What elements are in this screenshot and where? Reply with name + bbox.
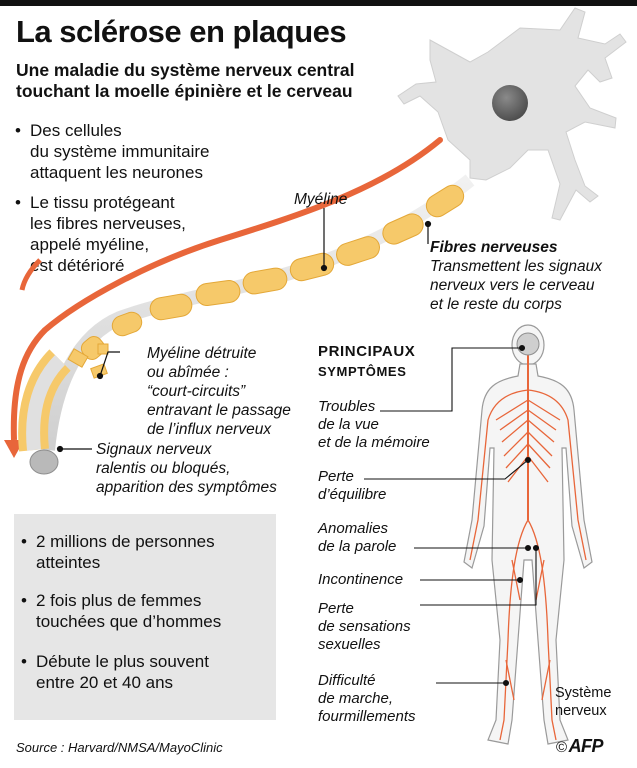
signal-arrow-fragment [19,258,42,291]
page-subtitle: Une maladie du système nerveux central t… [16,60,355,101]
symptom-leaders [364,344,540,687]
leader-lines [56,208,432,453]
top-rule [0,0,637,6]
fibres-block: Fibres nerveuses Transmettent les signau… [430,239,603,313]
symptom-balance: Perte d’équilibre [318,468,387,503]
nerve-network [469,355,587,741]
symptom-vision: Troubles de la vue et de la mémoire [318,398,430,451]
afp-credit: ©AFP [556,736,604,756]
intro-bullet-myelin: • Le tissu protégeant les fibres nerveus… [15,193,186,275]
page-title: La sclérose en plaques [16,14,347,49]
symptom-walking: Difficulté de marche, fourmillements [318,672,416,725]
symptoms-heading: Principaux symptômes [318,343,416,379]
myelin-label: Myéline [294,191,348,208]
brain-icon [516,332,540,356]
stat-women: • 2 fois plus de femmes touchées que d’h… [21,591,222,631]
source-note: Source : Harvard/NMSA/MayoClinic [16,740,223,755]
signal-label: Signaux nerveux ralentis ou bloqués, app… [96,441,277,496]
intro-bullet-immune: • Des cellules du système immunitaire at… [15,121,210,182]
stats-box [14,514,276,720]
neuron-nucleus [492,85,528,121]
fibres-title: Fibres nerveuses [430,239,558,256]
symptom-speech: Anomalies de la parole [318,520,397,555]
myelin-segments [80,184,465,360]
copyright-icon: © [556,739,567,756]
damaged-axon-end [18,343,109,475]
nervous-system-label: Système nerveux [555,685,612,719]
stat-patients: • 2 millions de personnes atteintes [21,532,215,572]
signal-arrow-upper [42,137,443,333]
signal-arrow-lower [10,327,48,441]
stat-age: • Débute le plus souvent entre 20 et 40 … [21,652,209,692]
damaged-myelin-label: Myéline détruite ou abîmée : “court-circ… [147,345,291,438]
symptom-incontinence: Incontinence [318,571,404,588]
symptom-sensation: Perte de sensations sexuelles [318,600,411,653]
